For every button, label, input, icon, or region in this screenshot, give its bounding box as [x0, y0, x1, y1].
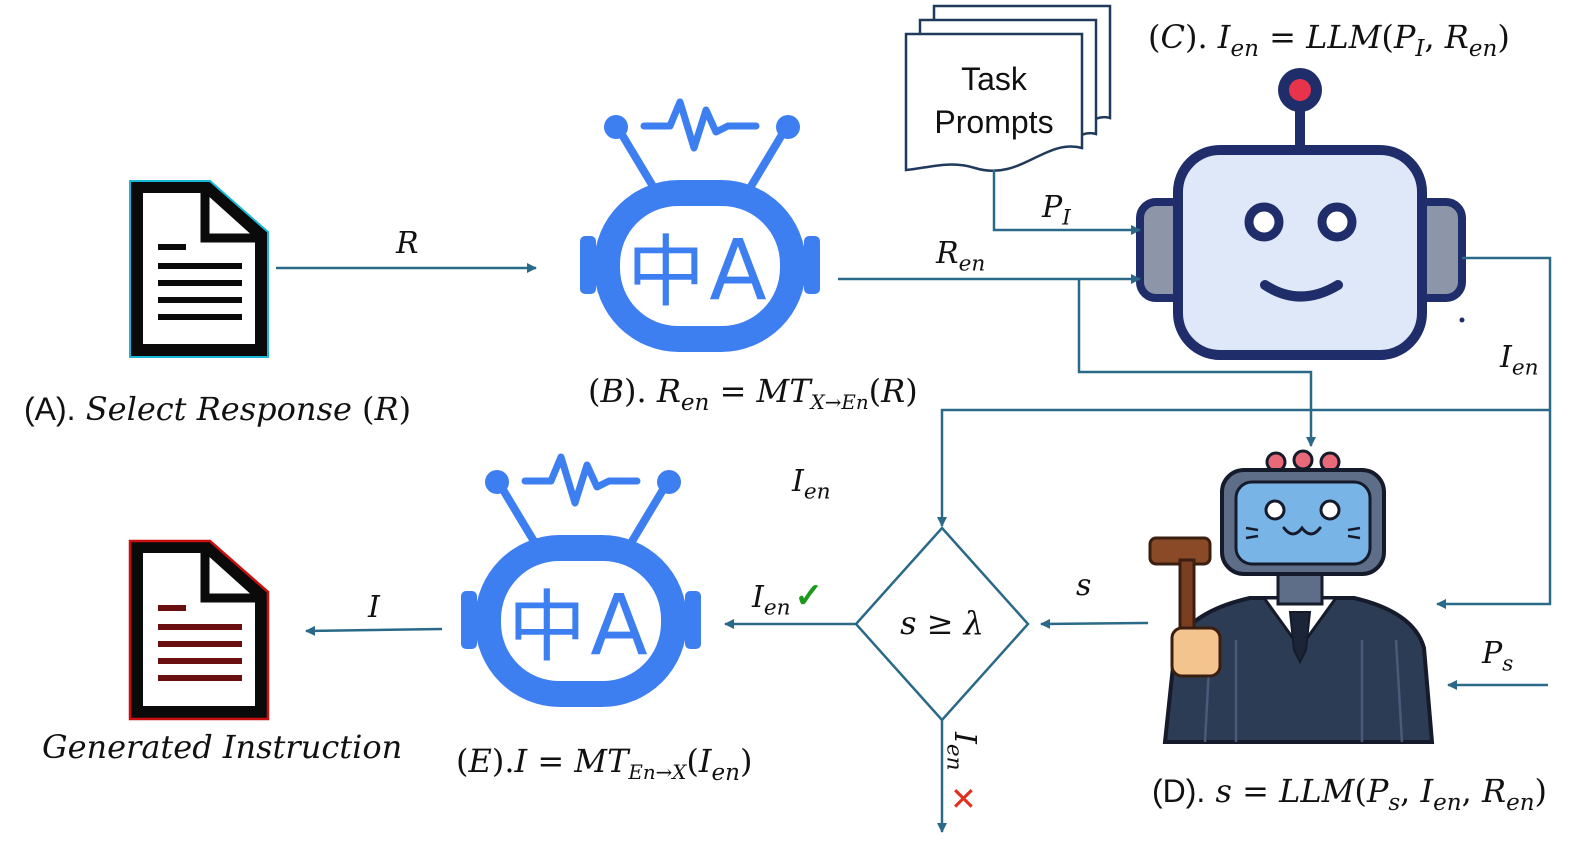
judge-robot-icon [1148, 449, 1435, 744]
stage-a-label: (A). Select Response (R) [24, 390, 412, 428]
llm-robot-icon [1136, 68, 1466, 360]
check-icon: ✓ [794, 576, 824, 616]
latin-glyph: A [590, 576, 647, 674]
connectors [276, 170, 1552, 833]
edge-label-i-en-right: Ien [1500, 340, 1539, 381]
edge-label-p-s: Ps [1482, 636, 1514, 677]
translator-robot-icon: 中 A [580, 98, 820, 352]
edge-label-i: I [368, 590, 380, 625]
output-label: Generated Instruction [42, 728, 403, 766]
stage-d-label: (D). s = LLM(Ps, Ien, Ren) [1152, 772, 1548, 817]
chinese-glyph: 中 [508, 583, 586, 673]
edge-label-i-en-mid: Ien [792, 464, 831, 505]
translator-robot-icon: 中 A [461, 453, 701, 707]
edge-label-r: R [396, 226, 419, 261]
task-prompts-label: Task Prompts [906, 58, 1082, 144]
stage-b-label: (B). Ren = MTX→En(R) [588, 372, 918, 417]
arrow-i [305, 625, 443, 636]
stage-c-label: (C). Ien = LLM(PI, Ren) [1148, 18, 1510, 63]
edge-label-r-en: Ren [936, 236, 986, 277]
arrow-i-en-to-judge [1436, 256, 1552, 609]
task-prompts-icon [904, 4, 1112, 172]
edge-label-s: s [1076, 568, 1092, 603]
arrow-s [1040, 618, 1149, 629]
output-document-icon [128, 539, 270, 721]
decision-label: s ≥ λ [900, 604, 984, 642]
cross-icon: ✕ [950, 780, 977, 818]
edge-label-pass: Ien✓ [752, 576, 824, 621]
source-document-icon [129, 180, 269, 358]
chinese-glyph: 中 [627, 228, 705, 318]
edge-label-p-i: PI [1042, 190, 1071, 231]
task-prompts-line2: Prompts [934, 104, 1054, 140]
latin-glyph: A [709, 221, 766, 319]
arrow-i-en-to-decision [937, 408, 1550, 527]
arrow-p-i [992, 170, 1141, 235]
edge-label-fail: Ien [941, 732, 982, 771]
stage-e-label: (E).I = MTEn→X(Ien) [456, 742, 753, 787]
task-prompts-line1: Task [961, 61, 1027, 97]
